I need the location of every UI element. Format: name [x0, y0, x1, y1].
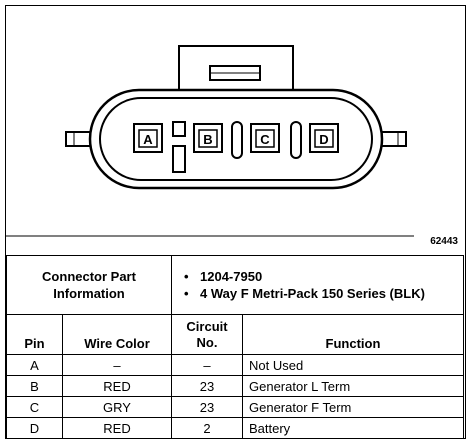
- connector-info-list: 1204-7950 4 Way F Metri-Pack 150 Series …: [171, 255, 464, 315]
- pin-cavity-b: [193, 123, 223, 153]
- cell-wire-color: GRY: [62, 396, 172, 418]
- cell-function: Battery: [242, 417, 464, 439]
- pin-cavity-c: [250, 123, 280, 153]
- pin-label-b: B: [203, 132, 212, 147]
- cell-wire-color: RED: [62, 417, 172, 439]
- pin-cavity-d: [309, 123, 339, 153]
- connector-latch: [178, 45, 294, 91]
- key-block-top: [172, 121, 186, 137]
- table-row: A – – Not Used: [6, 354, 464, 376]
- cell-pin: A: [6, 354, 63, 376]
- cell-pin: D: [6, 417, 63, 439]
- header-pin: Pin: [6, 314, 63, 355]
- figure-id: 62443: [430, 236, 458, 247]
- cell-circuit-no: 2: [171, 417, 243, 439]
- pin-label-c: C: [260, 132, 270, 147]
- cell-function: Generator L Term: [242, 375, 464, 397]
- connector-face-drawing: A B C D: [6, 45, 414, 237]
- cell-circuit-no: 23: [171, 396, 243, 418]
- header-function: Function: [242, 314, 464, 355]
- pin-label-a: A: [143, 132, 153, 147]
- cell-circuit-no: –: [171, 354, 243, 376]
- connector-body-outer: [88, 88, 384, 190]
- separator-rib-2: [290, 121, 302, 159]
- document-frame: A B C D 62443 Connector Part Information…: [5, 5, 466, 439]
- cell-wire-color: RED: [62, 375, 172, 397]
- cell-circuit-no: 23: [171, 375, 243, 397]
- connector-diagram: A B C D 62443: [6, 6, 464, 254]
- table-row: D RED 2 Battery: [6, 417, 464, 439]
- info-item: 1204-7950: [184, 268, 453, 285]
- table-row: C GRY 23 Generator F Term: [6, 396, 464, 418]
- cell-pin: B: [6, 375, 63, 397]
- header-circuit-no: Circuit No.: [171, 314, 243, 355]
- pinout-table: Connector Part Information 1204-7950 4 W…: [6, 255, 464, 439]
- key-block-bottom: [172, 145, 186, 173]
- separator-rib-1: [231, 121, 243, 159]
- table-row: B RED 23 Generator L Term: [6, 375, 464, 397]
- pin-label-d: D: [319, 132, 328, 147]
- cell-function: Generator F Term: [242, 396, 464, 418]
- info-item: 4 Way F Metri-Pack 150 Series (BLK): [184, 285, 453, 302]
- cell-function: Not Used: [242, 354, 464, 376]
- table-header-row: Pin Wire Color Circuit No. Function: [6, 314, 464, 355]
- connector-body-inner: [99, 97, 373, 181]
- connector-info-label: Connector Part Information: [6, 255, 172, 315]
- connector-info-row: Connector Part Information 1204-7950 4 W…: [6, 255, 464, 315]
- cell-pin: C: [6, 396, 63, 418]
- cell-wire-color: –: [62, 354, 172, 376]
- pin-cavity-a: [133, 123, 163, 153]
- header-wire-color: Wire Color: [62, 314, 172, 355]
